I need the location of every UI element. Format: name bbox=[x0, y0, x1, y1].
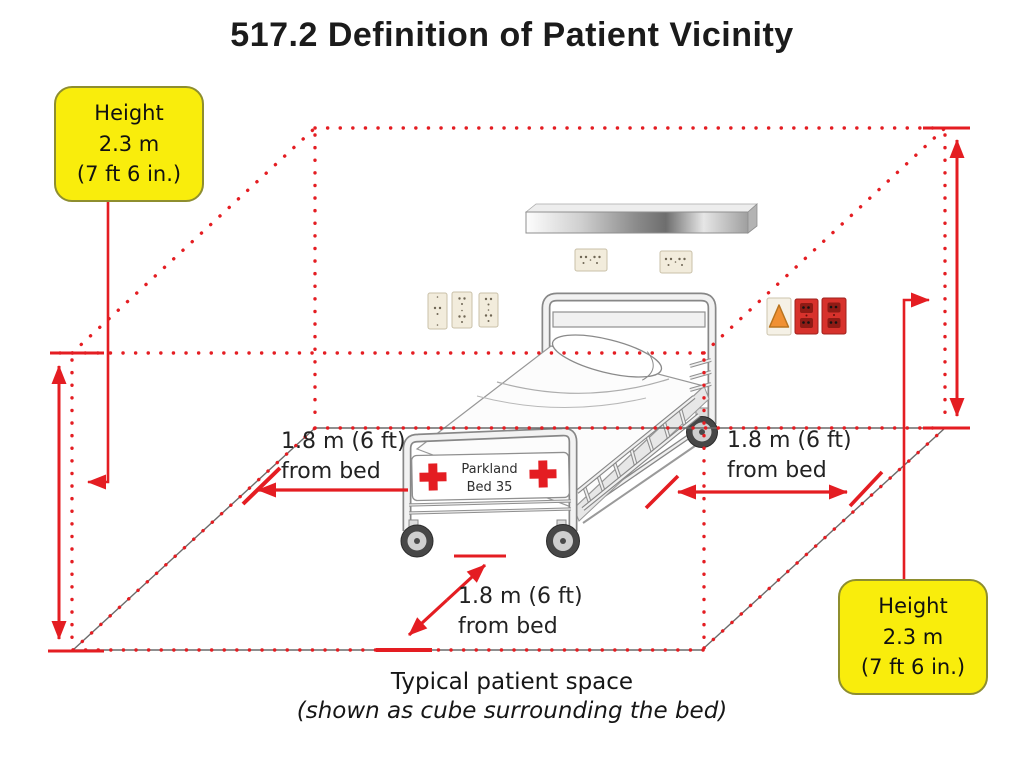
ceiling-light-fixture bbox=[524, 203, 759, 234]
wall-outlets-emergency bbox=[766, 297, 847, 336]
red-cross-icon bbox=[529, 460, 557, 488]
wall-outlets-normal bbox=[427, 248, 693, 330]
bed-number: Bed 35 bbox=[466, 479, 513, 495]
bed-pillow bbox=[551, 334, 663, 381]
height-measure-arrow-right bbox=[923, 126, 970, 430]
left-distance-arrow bbox=[241, 466, 408, 506]
caption-line2: (shown as cube surrounding the bed) bbox=[296, 698, 728, 725]
bed-id-label: Parkland Bed 35 bbox=[429, 461, 550, 496]
figure-caption: Typical patient space (shown as cube sur… bbox=[0, 668, 1024, 727]
caption-line1: Typical patient space bbox=[390, 669, 634, 695]
right-distance-arrow bbox=[644, 470, 884, 510]
distance-label-front: 1.8 m (6 ft) from bed bbox=[458, 584, 583, 639]
red-cross-icon bbox=[419, 463, 447, 491]
bed-footboard bbox=[402, 427, 578, 533]
generator-warning-triangle-icon bbox=[768, 304, 790, 328]
bed-front-wheels bbox=[400, 524, 580, 558]
bed-headboard bbox=[541, 292, 717, 424]
height-callout-bottom-right: Height 2.3 m (7 ft 6 in.) bbox=[838, 579, 988, 695]
distance-label-left: 1.8 m (6 ft) from bed bbox=[281, 429, 406, 484]
height-measure-arrow-left bbox=[48, 351, 104, 653]
height-callout-top-left: Height 2.3 m (7 ft 6 in.) bbox=[54, 86, 204, 202]
callout-pointer-bottom-right bbox=[902, 292, 930, 579]
front-distance-arrow bbox=[376, 554, 506, 652]
hospital-bed bbox=[400, 292, 718, 558]
distance-label-right: 1.8 m (6 ft) from bed bbox=[727, 428, 852, 483]
page-title: 517.2 Definition of Patient Vicinity bbox=[230, 16, 794, 54]
bed-name: Parkland bbox=[461, 462, 518, 477]
callout-pointer-top-left bbox=[87, 199, 110, 490]
bed-side-rail bbox=[575, 358, 712, 511]
